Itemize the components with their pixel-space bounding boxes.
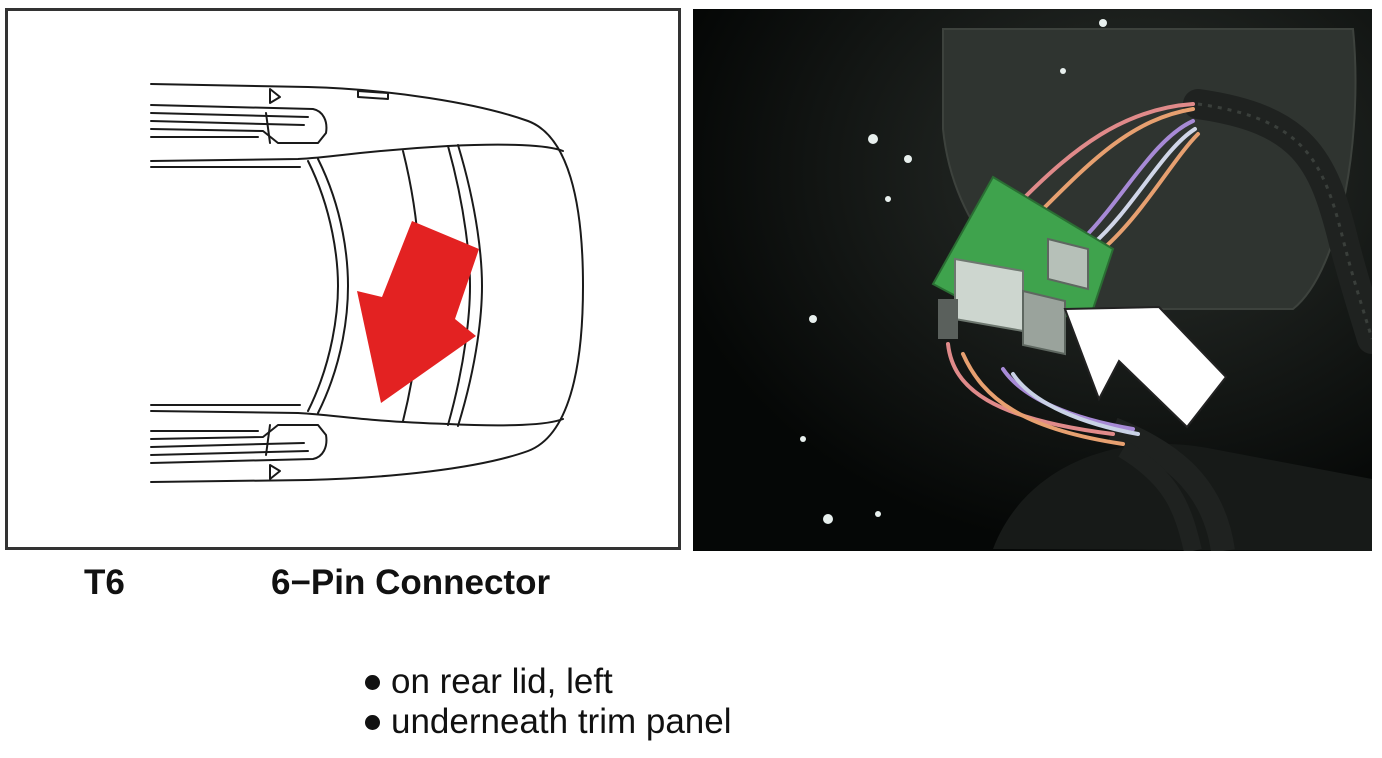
vehicle-diagram-panel [5, 8, 681, 550]
component-code: T6 [84, 563, 125, 602]
connector-body [931, 175, 1115, 356]
location-note: on rear lid, left [391, 662, 613, 701]
component-title: 6−Pin Connector [271, 563, 551, 602]
location-list: on rear lid, left underneath trim panel [365, 662, 732, 742]
bullet-icon [365, 674, 380, 690]
arrow-up-left-icon [1063, 305, 1228, 429]
list-item: on rear lid, left [365, 662, 732, 702]
connector-photo-panel [693, 9, 1372, 551]
bullet-icon [365, 714, 380, 730]
location-note: underneath trim panel [391, 702, 732, 741]
vehicle-rear-diagram [150, 83, 584, 483]
connector-photo [693, 9, 1372, 551]
arrow-down-left-icon [357, 221, 479, 403]
list-item: underneath trim panel [365, 702, 732, 742]
